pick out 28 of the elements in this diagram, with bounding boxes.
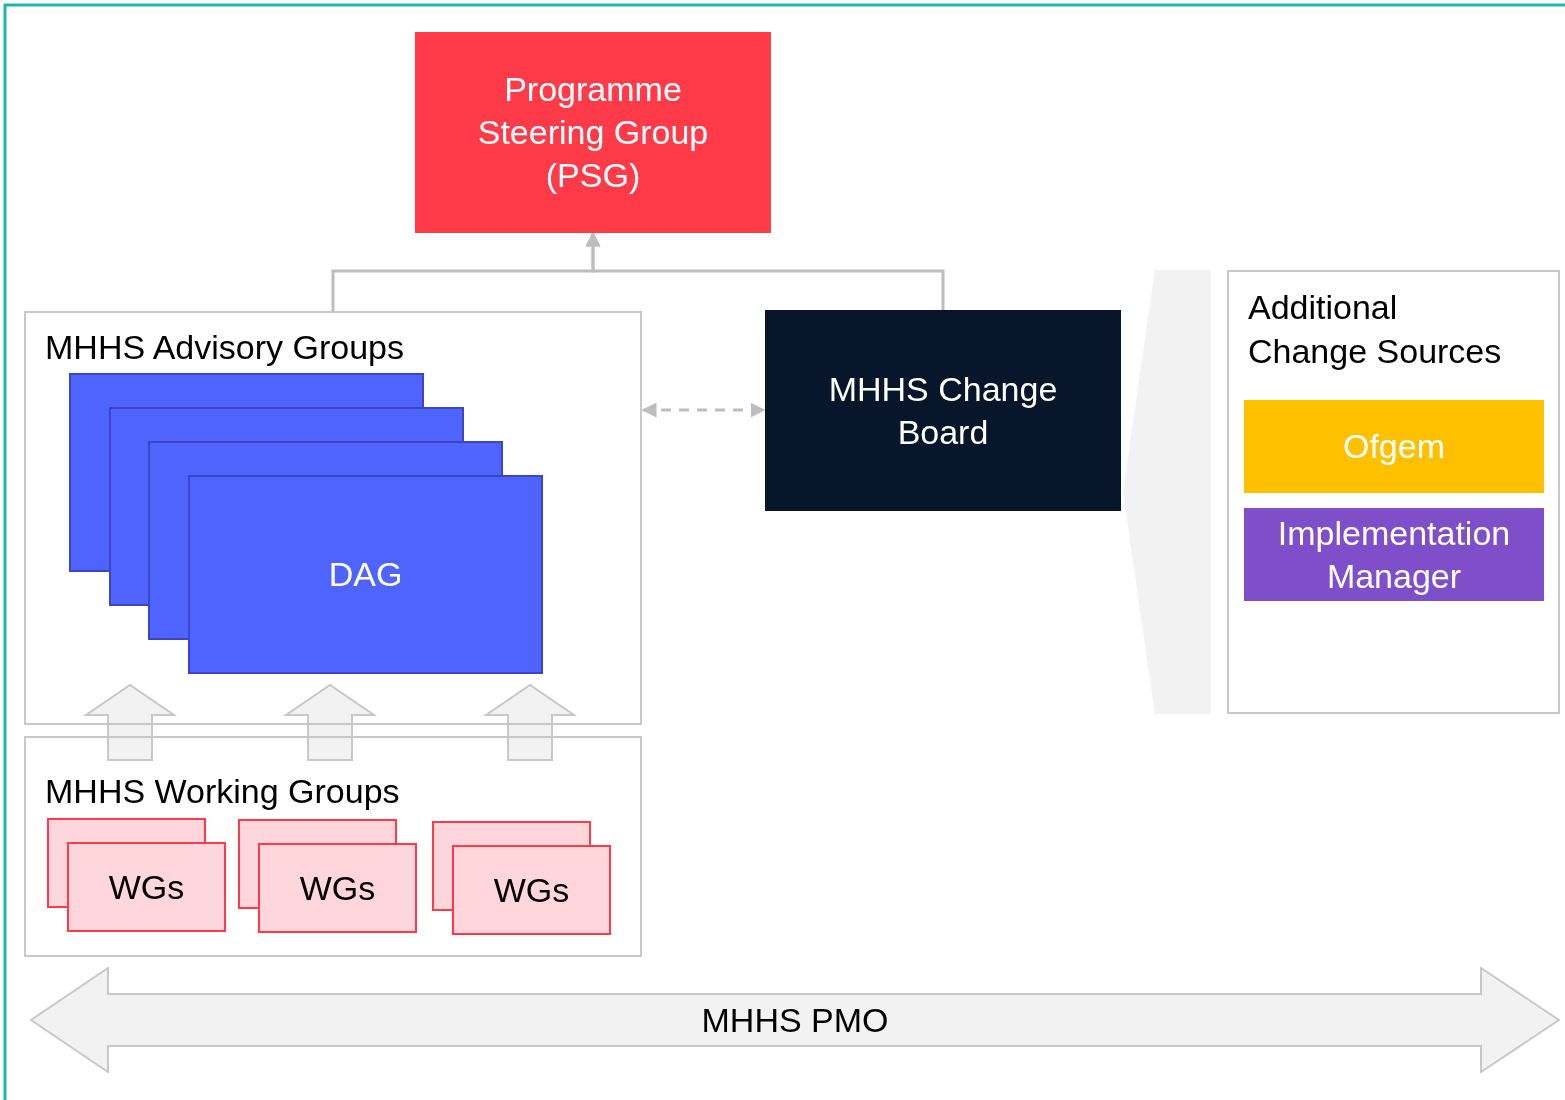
- box-label: Ofgem: [1341, 426, 1446, 467]
- steering-group-box: [415, 32, 771, 233]
- group-panel: [24, 311, 642, 725]
- source-box: [1244, 508, 1544, 601]
- group-panel: [1227, 270, 1560, 714]
- block-arrow: [282, 683, 378, 761]
- group-title: MHHS Working Groups: [45, 771, 401, 812]
- group-title: Additional Change Sources: [1248, 287, 1503, 372]
- box-label: Programme Steering Group (PSG): [476, 69, 710, 196]
- box-label: WGs: [298, 867, 377, 909]
- group-panel: [24, 736, 642, 957]
- block-arrow: [82, 683, 178, 761]
- box-label: MHHS Change Board: [827, 368, 1059, 453]
- box-label: WGs: [492, 869, 571, 911]
- card-stack: [238, 819, 417, 934]
- box-label: WGs: [107, 866, 186, 908]
- change-board-box: [765, 310, 1121, 511]
- source-box: [1244, 400, 1544, 493]
- card-stack: [47, 818, 226, 932]
- dashed-arrow: [641, 402, 766, 418]
- connector-arrow: [585, 231, 945, 310]
- card-stack: [69, 373, 543, 674]
- box-label: DAG: [327, 554, 404, 595]
- card-stack: [432, 821, 611, 935]
- box-label: MHHS PMO: [700, 999, 890, 1041]
- block-arrow: [482, 683, 578, 761]
- box-label: Implementation Manager: [1276, 512, 1512, 597]
- group-title: MHHS Advisory Groups: [45, 327, 405, 368]
